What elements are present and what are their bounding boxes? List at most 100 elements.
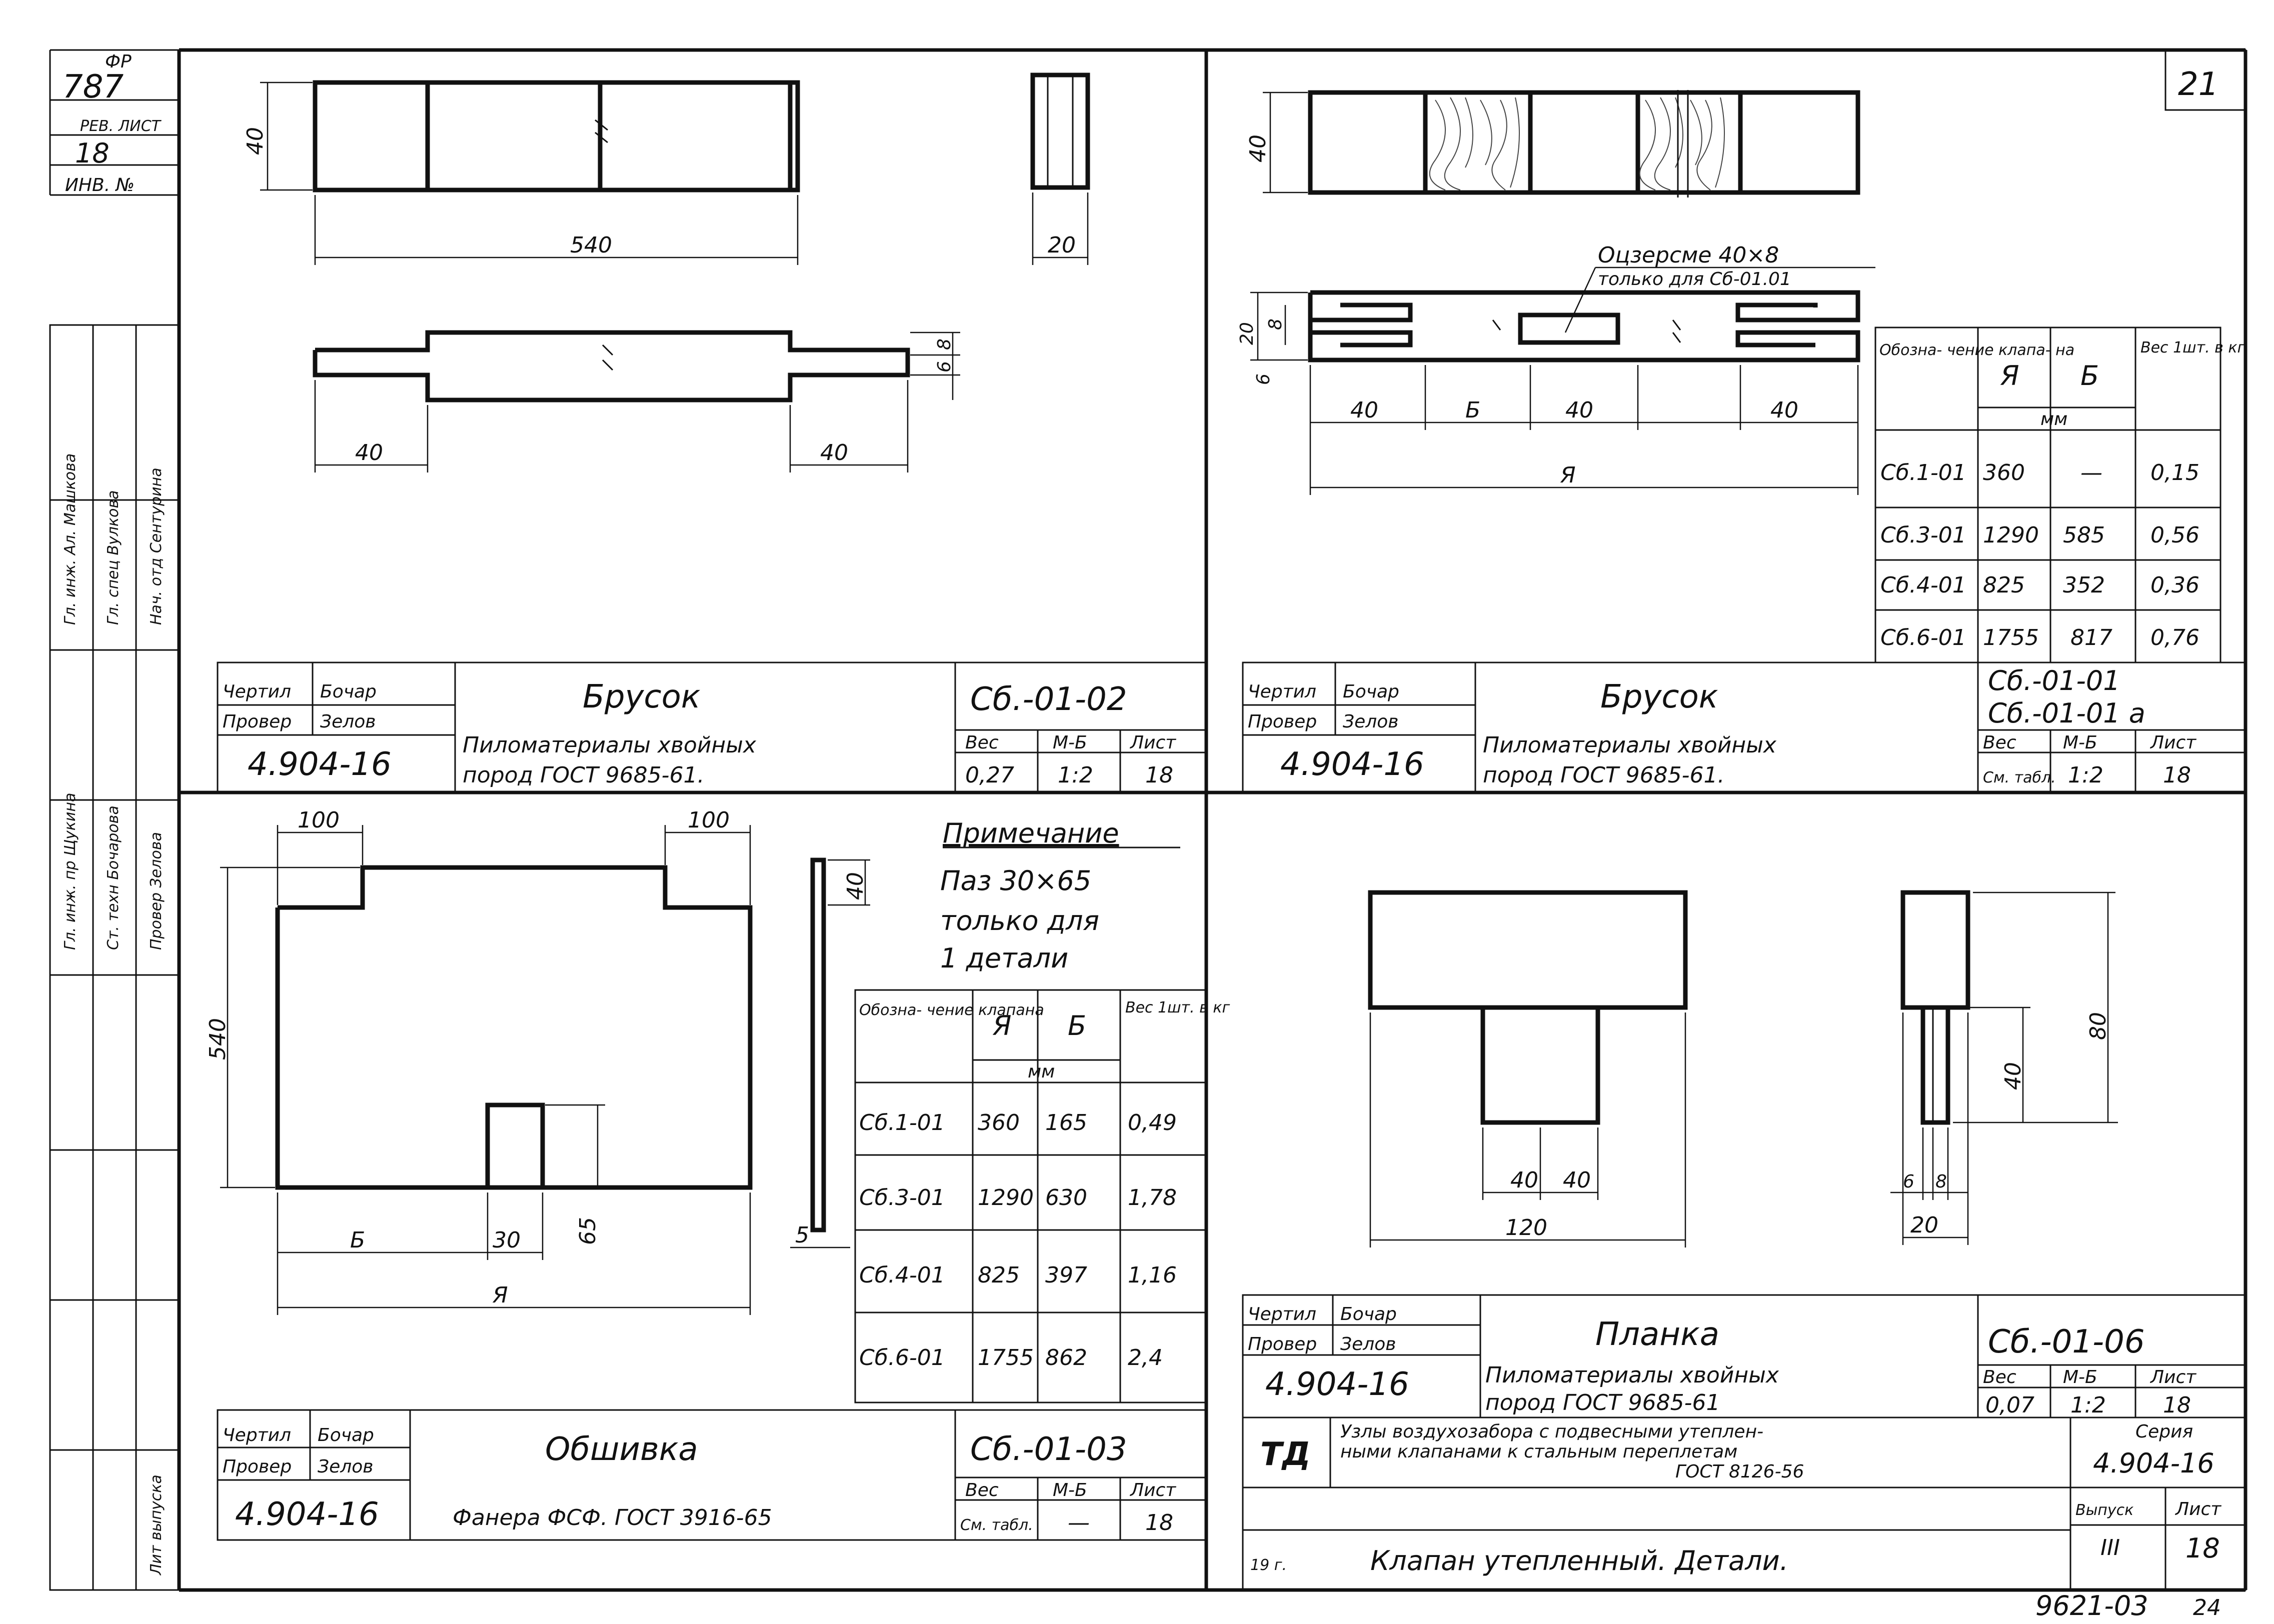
- p2-row4-code: Сб.6-01: [1880, 625, 1966, 650]
- p1-material-1: Пиломатериалы хвойных: [463, 732, 757, 758]
- p3-row3-code: Сб.4-01: [859, 1262, 945, 1288]
- dim-p4-w2: 40: [1563, 1168, 1591, 1193]
- p2-label-drawn: Чертил: [1248, 682, 1316, 702]
- p3-row4-b: 862: [1045, 1345, 1087, 1370]
- p3-scale: —: [1068, 1510, 1090, 1536]
- bar-side-profile: [313, 330, 910, 402]
- p4-label-checked: Провер: [1248, 1334, 1317, 1354]
- stamp-title-1: Узлы воздухозабора с подвесными утеплен-: [1340, 1422, 1763, 1442]
- p2-part-name: Брусок: [1600, 678, 1718, 716]
- p2-label-checked: Провер: [1248, 712, 1317, 732]
- p2-row3-b: 352: [2063, 572, 2105, 598]
- p3-row4-w: 2,4: [1128, 1345, 1163, 1370]
- p3-th-a: Я: [992, 1010, 1012, 1042]
- p2-row1-code: Сб.1-01: [1880, 460, 1966, 486]
- p1-sign-drawn: Бочар: [320, 682, 377, 702]
- dim-p4-h-stem: 40: [2000, 1062, 2026, 1090]
- p3-row4-a: 1755: [978, 1345, 1034, 1370]
- p2-row2-b: 585: [2063, 522, 2105, 548]
- p1-sheet: 18: [1145, 762, 1173, 788]
- p1-label-drawn: Чертил: [223, 682, 291, 702]
- dim-p1-len: 540: [570, 232, 612, 258]
- p1-series: 4.904-16: [248, 746, 392, 783]
- p2-sign-checked: Зелов: [1343, 712, 1398, 732]
- p3-row1-w: 0,49: [1128, 1110, 1177, 1136]
- p3-h-weight: Вес: [965, 1480, 999, 1500]
- side-stamp-4: Гл. инж. пр Щукина: [62, 792, 79, 950]
- p4-material-2: пород ГОСТ 9685-61: [1485, 1390, 1720, 1416]
- dim-p2-len: Я: [1560, 462, 1576, 488]
- p1-part-name: Брусок: [583, 678, 701, 716]
- dim-p1-a: 8: [934, 338, 955, 350]
- p2-callout-1: Оцзерсме 40×8: [1598, 242, 1779, 268]
- dim-p3-tab-l: 100: [298, 808, 340, 833]
- p1-label-checked: Провер: [223, 712, 292, 732]
- p4-h-weight: Вес: [1983, 1367, 2016, 1388]
- dim-p3-tab-r: 100: [688, 808, 730, 833]
- bar2-section: [1308, 290, 1860, 362]
- p3-h-scale: М-Б: [1053, 1480, 1087, 1500]
- p2-series: 4.904-16: [1280, 746, 1424, 783]
- stamp-sheet-title: Клапан утепленный. Детали.: [1370, 1545, 1788, 1576]
- p3-series: 4.904-16: [235, 1496, 379, 1533]
- p3-row1-code: Сб.1-01: [859, 1110, 945, 1136]
- stamp-sheet: 18: [2185, 1532, 2220, 1564]
- note-title: Примечание: [943, 818, 1119, 849]
- p2-scale: 1:2: [2068, 762, 2103, 788]
- p3-label-checked: Провер: [223, 1456, 292, 1477]
- corner-fp: ФР: [105, 52, 132, 72]
- sheathing-outline: [275, 865, 753, 1190]
- p2-th-a: Я: [2000, 360, 2019, 392]
- p4-material-1: Пиломатериалы хвойных: [1485, 1362, 1779, 1388]
- stamp-title-3: ГОСТ 8126-56: [1675, 1462, 1804, 1482]
- p3-sign-drawn: Бочар: [318, 1425, 374, 1446]
- dim-p2-s2: Б: [1465, 398, 1480, 423]
- p2-th-label: Обозна- чение клапа- на: [1879, 342, 2074, 359]
- dim-p1-b: 6: [934, 361, 955, 372]
- dim-p4-side-w: 20: [1910, 1212, 1938, 1238]
- side-stamp-2: Гл. спец Вулкова: [105, 490, 122, 625]
- p3-row1-a: 360: [978, 1110, 1020, 1136]
- dim-p3-a: Я: [492, 1282, 508, 1308]
- stamp-sheet-label: Лист: [2174, 1499, 2221, 1520]
- p4-label-drawn: Чертил: [1248, 1304, 1316, 1324]
- p3-label-drawn: Чертил: [223, 1425, 291, 1446]
- dim-p2-gap: 6: [1253, 374, 1274, 385]
- main-stamp: ТД Узлы воздухозабора с подвесными утепл…: [1242, 1416, 2246, 1591]
- panel-4-drawing: 40 40 120 40 80 6 8 20: [1368, 890, 2118, 1248]
- p2-sign-drawn: Бочар: [1343, 682, 1399, 702]
- stamp-year-prefix: 19 г.: [1250, 1556, 1287, 1574]
- p3-row3-a: 825: [978, 1262, 1020, 1288]
- sheathing-edge-view: [810, 858, 826, 1232]
- p2-part-code-2: Сб.-01-01 а: [1988, 698, 2145, 729]
- bar-top-view: [313, 80, 800, 192]
- dim-p2-s4: 40: [1770, 398, 1798, 423]
- p2-row4-w: 0,76: [2150, 625, 2199, 650]
- strip-stem: [1480, 1005, 1600, 1125]
- p1-sign-checked: Зелов: [320, 712, 376, 732]
- dim-p3-slot-w: 30: [493, 1228, 521, 1253]
- p3-row3-w: 1,16: [1128, 1262, 1177, 1288]
- p3-row4-code: Сб.6-01: [859, 1345, 945, 1370]
- p3-row1-b: 165: [1045, 1110, 1087, 1136]
- p2-row1-b: —: [2080, 460, 2102, 486]
- dim-p3-b: Б: [350, 1228, 365, 1253]
- page-number-box: 21: [2164, 49, 2246, 111]
- panel-2-table: Обозна- чение клапа- на Я Б Вес 1шт. в к…: [1874, 326, 2245, 664]
- p3-row2-code: Сб.3-01: [859, 1185, 945, 1210]
- bar2-top-view: [1308, 90, 1860, 195]
- panel-1-title-block: Чертил Бочар Провер Зелов 4.904-16 Брусо…: [217, 662, 1207, 794]
- stamp-title-2: ными клапанами к стальным переплетам: [1340, 1442, 1737, 1462]
- p4-h-sheet: Лист: [2149, 1367, 2196, 1388]
- p3-part-name: Обшивка: [545, 1431, 698, 1468]
- dim-p4-h-total: 80: [2085, 1012, 2111, 1040]
- note-line-1: Паз 30×65: [940, 865, 1091, 896]
- side-stamp-6: Провер Зелова: [148, 832, 165, 950]
- p3-th-label: Обозна- чение клапана: [859, 1002, 1044, 1019]
- stamp-issue-label: Выпуск: [2075, 1502, 2133, 1519]
- p4-sign-drawn: Бочар: [1340, 1304, 1397, 1324]
- bar2-slot: [1518, 312, 1620, 345]
- corner-stamp: ФР 787 РЕВ. ЛИСТ 18 ИНВ. №: [49, 49, 179, 196]
- dim-p3-edge-h: 40: [843, 872, 868, 900]
- p2-th-w: Вес 1шт. в кг: [2140, 339, 2245, 356]
